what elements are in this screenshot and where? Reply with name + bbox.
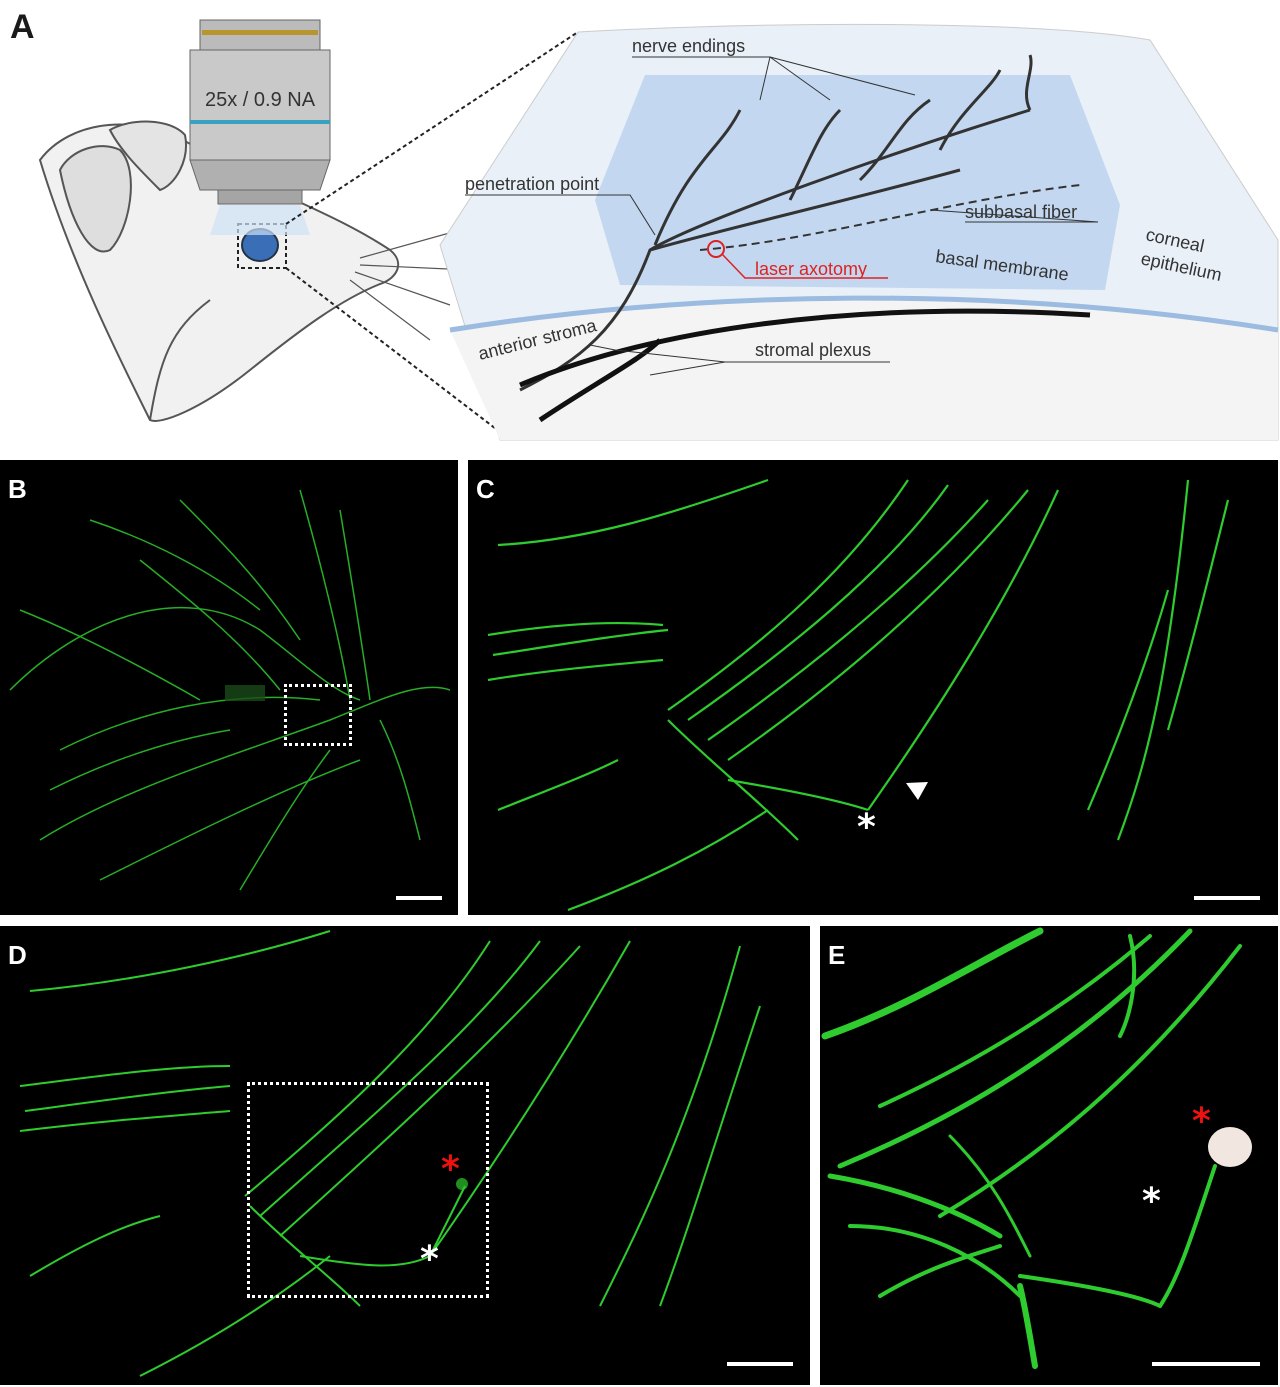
panel-b-image: B [0, 460, 458, 915]
zoom-region-box [284, 684, 352, 746]
label-subbasal-fiber: subbasal fiber [965, 202, 1077, 222]
red-star-marker: * [441, 1149, 460, 1190]
axotomy-star: * [857, 807, 876, 848]
label-nerve-endings: nerve endings [632, 36, 745, 56]
scale-bar [1152, 1362, 1260, 1366]
label-stromal-plexus: stromal plexus [755, 340, 871, 360]
ablation-spot [1208, 1127, 1252, 1167]
zoom-region-box [247, 1082, 489, 1298]
scale-bar [396, 896, 442, 900]
scale-bar [1194, 896, 1260, 900]
panel-d-nerves [19, 930, 761, 1377]
panel-d-image: * * D [0, 926, 810, 1385]
white-star-marker: * [420, 1239, 439, 1280]
panel-label-e: E [828, 940, 846, 970]
scale-bar [727, 1362, 793, 1366]
label-laser-axotomy: laser axotomy [755, 259, 867, 279]
red-star-marker: * [1192, 1101, 1211, 1142]
panel-label-b: B [8, 474, 27, 504]
panel-c-image: * C [468, 460, 1278, 915]
objective-label: 25x / 0.9 NA [205, 89, 316, 111]
panel-c-nerves [487, 478, 1230, 912]
mouse-illustration [38, 120, 471, 422]
white-star-marker: * [1142, 1181, 1161, 1222]
panel-label-d: D [8, 940, 27, 970]
panel-label-a: A [10, 8, 35, 46]
schematic-illustration: 25x / 0.9 NA [38, 19, 1279, 441]
cornea-block [439, 23, 1279, 441]
nerve-drawing [519, 54, 1091, 423]
panel-a-schematic: A 25x / 0.9 NA [0, 0, 1280, 445]
panel-e-image: * * E [820, 926, 1278, 1385]
objective-lens-icon [189, 19, 331, 235]
axotomy-marker [707, 240, 725, 258]
panel-b-nerves [9, 489, 451, 891]
panel-label-c: C [476, 474, 495, 504]
label-penetration-point: penetration point [465, 174, 599, 194]
panel-e-nerves [821, 927, 1252, 1369]
